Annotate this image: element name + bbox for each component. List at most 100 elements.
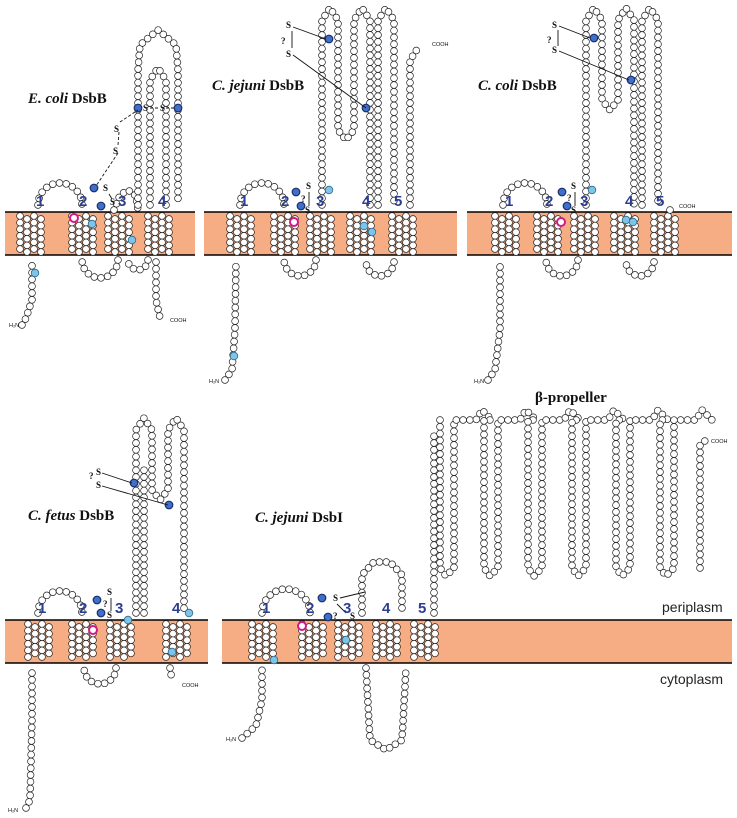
residue <box>254 713 262 722</box>
ecoli-n-terminus: H₂N <box>9 323 19 329</box>
cjejuni-dsbb-loop-bottom <box>280 256 320 280</box>
residue <box>313 248 321 256</box>
residue <box>638 31 646 39</box>
residue <box>610 245 618 253</box>
cfetus-conserved-2 <box>184 608 194 618</box>
residue <box>334 60 342 69</box>
residue <box>480 532 488 541</box>
cjejuni-dsbb-conserved-2 <box>359 221 369 231</box>
residue <box>406 72 414 80</box>
residue <box>696 537 704 545</box>
residue <box>491 212 499 220</box>
residue <box>406 194 414 202</box>
residue <box>670 538 678 547</box>
residue <box>162 126 170 134</box>
residue <box>82 640 90 648</box>
residue <box>402 245 410 253</box>
residue <box>334 640 342 648</box>
residue <box>638 44 646 53</box>
ecoli-dashed-bond-2 <box>95 152 119 187</box>
residue <box>374 44 382 53</box>
residue <box>174 65 182 73</box>
residue <box>398 604 406 612</box>
residue <box>111 235 119 243</box>
cjejuni-dsbb-n-terminus: H₂N <box>209 379 219 385</box>
residue <box>152 278 160 287</box>
residue <box>612 521 620 530</box>
residue <box>574 571 583 580</box>
residue <box>374 112 382 121</box>
residue <box>350 122 358 130</box>
residue <box>374 85 382 94</box>
residue <box>180 447 188 456</box>
residue <box>75 649 83 658</box>
residue <box>327 248 335 256</box>
residue <box>494 494 502 503</box>
residue <box>82 633 90 641</box>
residue <box>624 232 632 240</box>
residue <box>366 31 374 39</box>
residue <box>638 78 646 87</box>
dsbi-helix-5: 5 <box>418 600 426 617</box>
residue <box>365 725 374 733</box>
residue <box>652 13 661 22</box>
ecoli-loop-1 <box>34 179 86 209</box>
residue <box>165 235 173 243</box>
residue <box>582 424 590 433</box>
residue <box>496 324 504 332</box>
residue <box>334 26 342 35</box>
residue <box>120 646 128 655</box>
residue <box>568 507 576 515</box>
residue <box>494 549 502 557</box>
residue <box>366 180 374 189</box>
ccoli-conserved-3 <box>628 217 638 227</box>
residue <box>37 235 45 243</box>
residue <box>30 238 38 247</box>
residue <box>395 235 403 243</box>
residue <box>334 40 342 48</box>
residue <box>480 408 488 416</box>
residue <box>148 438 156 447</box>
residue <box>269 623 277 631</box>
ecoli-s-5: S <box>103 183 108 193</box>
residue <box>542 258 551 267</box>
residue <box>162 167 170 175</box>
residue <box>172 45 181 53</box>
residue <box>144 225 152 233</box>
residue <box>161 490 169 498</box>
residue <box>164 35 173 43</box>
residue <box>28 282 36 290</box>
cfetus-catalytic-arg <box>88 625 98 635</box>
residue <box>374 126 382 134</box>
residue <box>654 94 662 103</box>
residue <box>24 620 32 628</box>
residue <box>696 557 704 565</box>
residue <box>406 201 414 209</box>
residue <box>180 577 188 585</box>
residue <box>84 269 93 278</box>
residue <box>111 228 119 236</box>
residue <box>115 193 123 202</box>
residue <box>459 416 467 424</box>
residue <box>626 424 634 432</box>
residue <box>436 497 444 506</box>
residue <box>358 595 366 604</box>
residue <box>16 245 24 253</box>
residue <box>377 11 385 20</box>
residue <box>670 436 678 445</box>
cfetus-s-4: S <box>107 610 112 620</box>
residue <box>277 241 285 250</box>
residue <box>436 491 444 499</box>
residue <box>353 228 361 236</box>
residue <box>626 444 634 452</box>
cjejuni-dsbb-hairpin-2 <box>374 6 398 209</box>
residue <box>367 241 375 250</box>
residue <box>140 602 148 610</box>
residue <box>358 609 366 617</box>
residue <box>318 51 326 60</box>
residue <box>614 82 622 91</box>
residue <box>183 649 191 658</box>
residue <box>496 290 504 298</box>
residue <box>390 40 398 48</box>
residue <box>355 636 363 644</box>
